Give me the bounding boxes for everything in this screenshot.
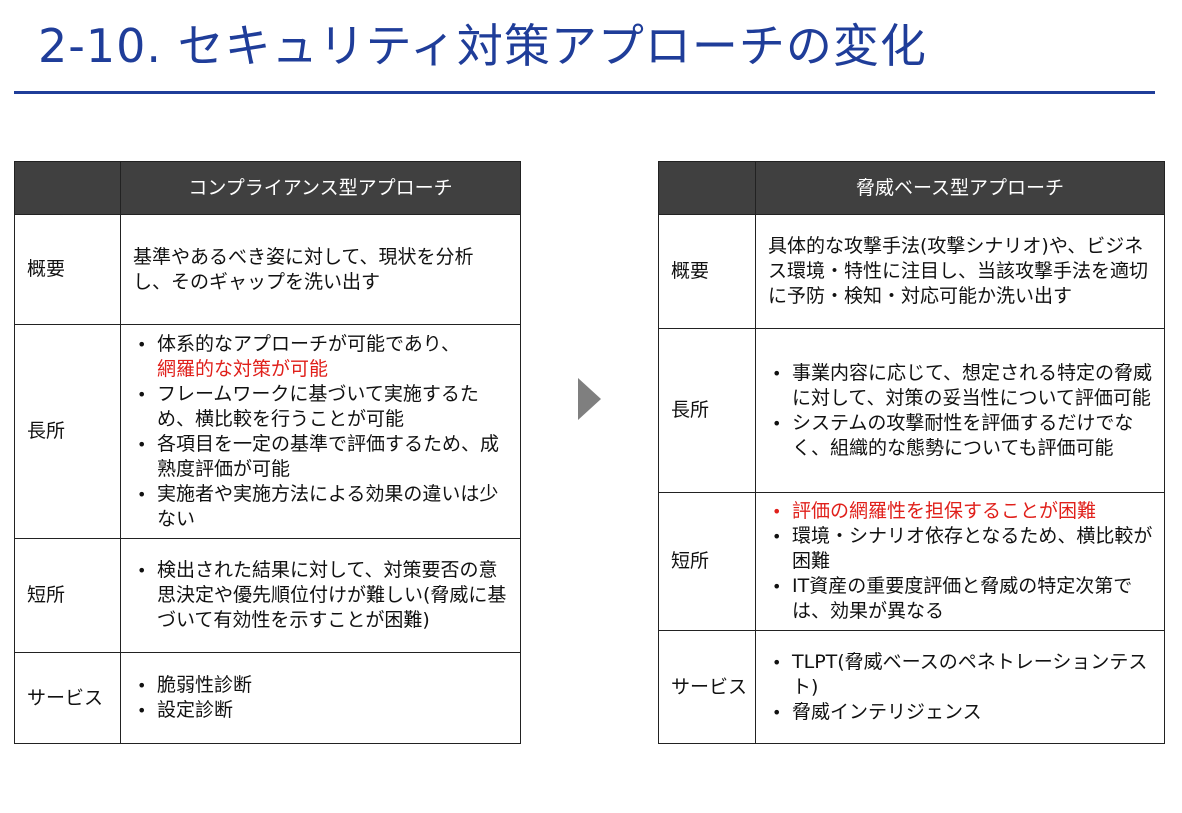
row-label: サービス <box>658 630 756 744</box>
cons-cell: 評価の網羅性を担保することが困難 環境・シナリオ依存となるため、横比較が困難 I… <box>755 492 1165 631</box>
services-cell: TLPT(脅威ベースのペネトレーションテスト) 脅威インテリジェンス <box>755 630 1165 744</box>
list-item: 評価の網羅性を担保することが困難 <box>768 499 1156 524</box>
row-label: 長所 <box>14 324 121 539</box>
list-item: 設定診断 <box>133 698 512 723</box>
cons-row: 短所 評価の網羅性を担保することが困難 環境・シナリオ依存となるため、横比較が困… <box>658 492 1165 631</box>
list-item: 体系的なアプローチが可能であり、網羅的な対策が可能 <box>133 332 512 382</box>
list-item: IT資産の重要度評価と脅威の特定次第では、効果が異なる <box>768 574 1156 624</box>
services-cell: 脆弱性診断 設定診断 <box>120 652 521 744</box>
cons-row: 短所 検出された結果に対して、対策要否の意思決定や優先順位付けが難しい(脅威に基… <box>14 538 521 653</box>
row-label: 短所 <box>14 538 121 653</box>
list-item: 環境・シナリオ依存となるため、横比較が困難 <box>768 524 1156 574</box>
right-triangle-arrow-icon <box>578 378 601 420</box>
list-item: 事業内容に応じて、想定される特定の脅威に対して、対策の妥当性について評価可能 <box>768 361 1156 411</box>
pros-row: 長所 体系的なアプローチが可能であり、網羅的な対策が可能 フレームワークに基づい… <box>14 324 521 539</box>
list-item: TLPT(脅威ベースのペネトレーションテスト) <box>768 650 1156 700</box>
pros-item-text: 体系的なアプローチが可能であり、 <box>157 332 461 355</box>
row-label: 長所 <box>658 328 756 493</box>
page-title: 2-10. セキュリティ対策アプローチの変化 <box>38 19 927 73</box>
list-item: フレームワークに基づいて実施するため、横比較を行うことが可能 <box>133 382 512 432</box>
list-item: 検出された結果に対して、対策要否の意思決定や優先順位付けが難しい(脅威に基づいて… <box>133 558 512 633</box>
row-label: サービス <box>14 652 121 744</box>
table-header-row: コンプライアンス型アプローチ <box>14 161 521 215</box>
services-row: サービス TLPT(脅威ベースのペネトレーションテスト) 脅威インテリジェンス <box>658 630 1165 744</box>
header-empty-cell <box>658 161 756 215</box>
row-label: 概要 <box>14 214 121 325</box>
title-divider <box>14 91 1155 94</box>
table-header-row: 脅威ベース型アプローチ <box>658 161 1165 215</box>
highlight-text: 網羅的な対策が可能 <box>157 357 329 380</box>
list-item: 実施者や実施方法による効果の違いは少ない <box>133 482 512 532</box>
list-item: 脅威インテリジェンス <box>768 700 1156 725</box>
threat-based-approach-table: 脅威ベース型アプローチ 概要 具体的な攻撃手法(攻撃シナリオ)や、ビジネス環境・… <box>658 161 1165 744</box>
list-item: 脆弱性診断 <box>133 673 512 698</box>
cons-cell: 検出された結果に対して、対策要否の意思決定や優先順位付けが難しい(脅威に基づいて… <box>120 538 521 653</box>
row-label: 概要 <box>658 214 756 329</box>
compliance-approach-table: コンプライアンス型アプローチ 概要 基準やあるべき姿に対して、現状を分析し、その… <box>14 161 521 744</box>
list-item: システムの攻撃耐性を評価するだけでなく、組織的な態勢についても評価可能 <box>768 411 1156 461</box>
pros-cell: 体系的なアプローチが可能であり、網羅的な対策が可能 フレームワークに基づいて実施… <box>120 324 521 539</box>
services-row: サービス 脆弱性診断 設定診断 <box>14 652 521 744</box>
summary-row: 概要 具体的な攻撃手法(攻撃シナリオ)や、ビジネス環境・特性に注目し、当該攻撃手… <box>658 214 1165 329</box>
list-item: 各項目を一定の基準で評価するため、成熟度評価が可能 <box>133 432 512 482</box>
header-empty-cell <box>14 161 121 215</box>
column-header: コンプライアンス型アプローチ <box>120 161 521 215</box>
row-label: 短所 <box>658 492 756 631</box>
summary-text: 基準やあるべき姿に対して、現状を分析し、そのギャップを洗い出す <box>120 214 521 325</box>
summary-row: 概要 基準やあるべき姿に対して、現状を分析し、そのギャップを洗い出す <box>14 214 521 325</box>
pros-cell: 事業内容に応じて、想定される特定の脅威に対して、対策の妥当性について評価可能 シ… <box>755 328 1165 493</box>
column-header: 脅威ベース型アプローチ <box>755 161 1165 215</box>
pros-row: 長所 事業内容に応じて、想定される特定の脅威に対して、対策の妥当性について評価可… <box>658 328 1165 493</box>
summary-text: 具体的な攻撃手法(攻撃シナリオ)や、ビジネス環境・特性に注目し、当該攻撃手法を適… <box>755 214 1165 329</box>
